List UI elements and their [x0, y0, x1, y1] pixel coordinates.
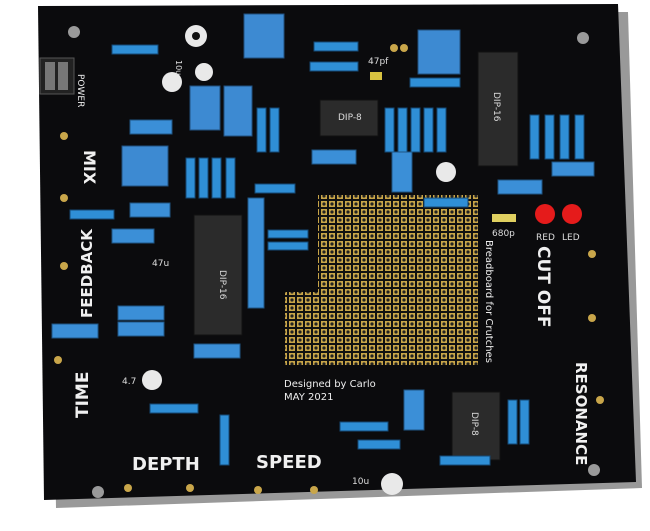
power-header: POWER — [39, 57, 85, 107]
label-speed: SPEED — [256, 452, 322, 473]
label-breadboard: Breadboard for Crutches — [483, 240, 494, 363]
label-time: TIME — [73, 372, 93, 418]
pads — [54, 44, 604, 494]
svg-text:10u: 10u — [174, 60, 183, 75]
cap-47pf: 47pf — [368, 57, 389, 67]
svg-text:10u: 10u — [352, 477, 369, 487]
label-cutoff: CUT OFF — [533, 246, 553, 327]
svg-text:RED: RED — [536, 233, 555, 243]
svg-text:DIP-8: DIP-8 — [338, 113, 362, 123]
label-date: MAY 2021 — [284, 392, 333, 403]
label-resonance: RESONANCE — [572, 362, 590, 465]
ic-left: DIP-16 — [193, 214, 243, 336]
electrolytic-caps: 10u 47u 4.7 10u — [122, 25, 456, 495]
mounting-holes — [68, 26, 600, 498]
cap-680p: 680p — [492, 229, 515, 239]
leds: RED LED — [535, 204, 582, 243]
breadboard-area — [318, 195, 478, 365]
label-power: POWER — [75, 74, 85, 107]
smd-blocks — [51, 119, 595, 431]
svg-text:LED: LED — [562, 233, 580, 243]
svg-text:DIP-16: DIP-16 — [491, 92, 501, 122]
ic-bottom: DIP-8 — [451, 391, 501, 461]
svg-text:DIP-8: DIP-8 — [469, 412, 479, 436]
ic-top: DIP-8 — [319, 99, 379, 137]
svg-text:4.7: 4.7 — [122, 377, 136, 387]
label-mix: MIX — [80, 150, 99, 185]
svg-text:DIP-16: DIP-16 — [217, 270, 227, 300]
label-depth: DEPTH — [132, 454, 200, 475]
resistors — [69, 41, 585, 466]
ic-right: DIP-16 — [477, 51, 519, 167]
box-capacitors — [121, 13, 461, 187]
label-feedback: FEEDBACK — [78, 228, 96, 318]
label-designed: Designed by Carlo — [284, 379, 376, 390]
svg-text:47u: 47u — [152, 259, 169, 269]
